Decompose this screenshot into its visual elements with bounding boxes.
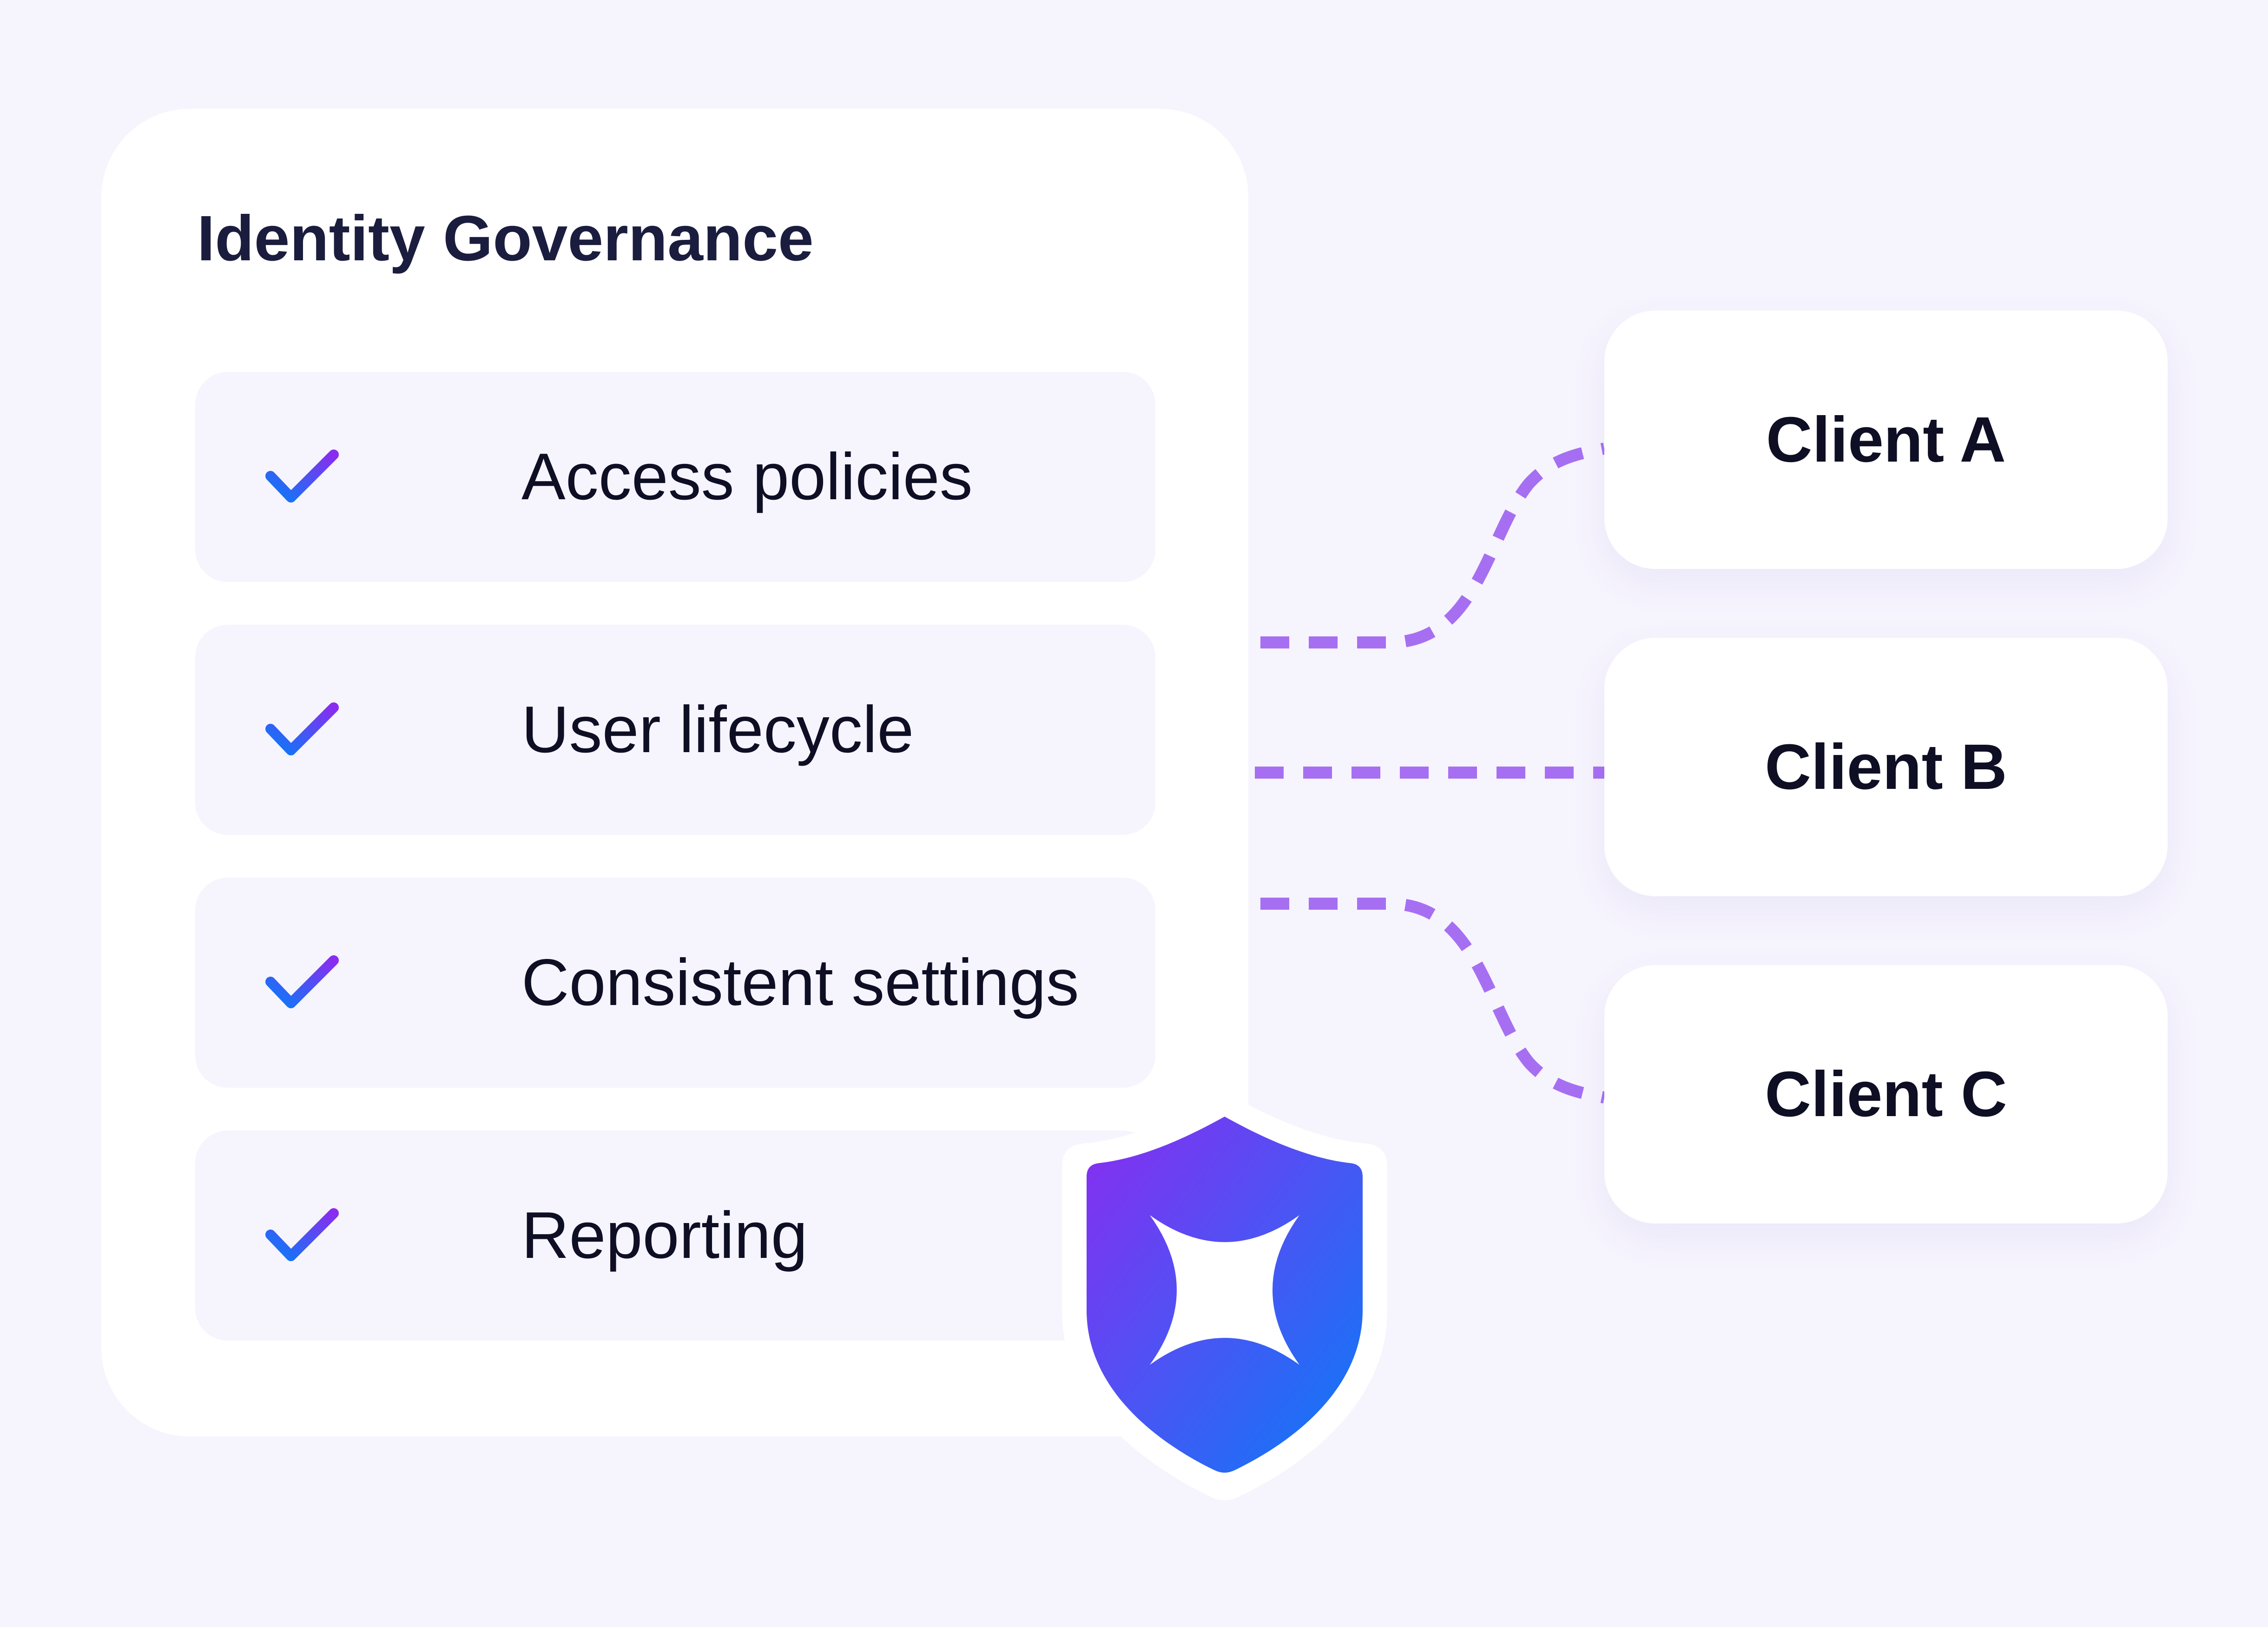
client-label: Client B <box>1765 731 2007 803</box>
feature-row-consistent-settings: Consistent settings <box>195 878 1155 1088</box>
card-title: Identity Governance <box>197 203 814 274</box>
feature-label: User lifecycle <box>521 693 914 767</box>
feature-row-reporting: Reporting <box>195 1131 1155 1341</box>
feature-label: Reporting <box>521 1198 808 1272</box>
feature-label: Access policies <box>521 440 973 514</box>
check-icon <box>265 1208 339 1261</box>
client-label: Client A <box>1766 404 2006 476</box>
connector-client-a <box>1260 443 1606 648</box>
identity-governance-card: Identity Governance Access policies Use <box>101 109 1248 1436</box>
connector-client-c <box>1260 898 1606 1104</box>
check-icon <box>265 955 339 1008</box>
shield-sparkle-icon <box>1062 1092 1387 1501</box>
feature-label: Consistent settings <box>521 946 1079 1019</box>
feature-row-access-policies: Access policies <box>195 372 1155 582</box>
client-label: Client C <box>1765 1058 2007 1130</box>
check-icon <box>265 702 339 755</box>
client-card-a: Client A <box>1604 311 2168 569</box>
client-card-b: Client B <box>1604 638 2168 896</box>
check-icon <box>265 450 339 503</box>
client-card-c: Client C <box>1604 965 2168 1224</box>
feature-row-user-lifecycle: User lifecycle <box>195 625 1155 835</box>
